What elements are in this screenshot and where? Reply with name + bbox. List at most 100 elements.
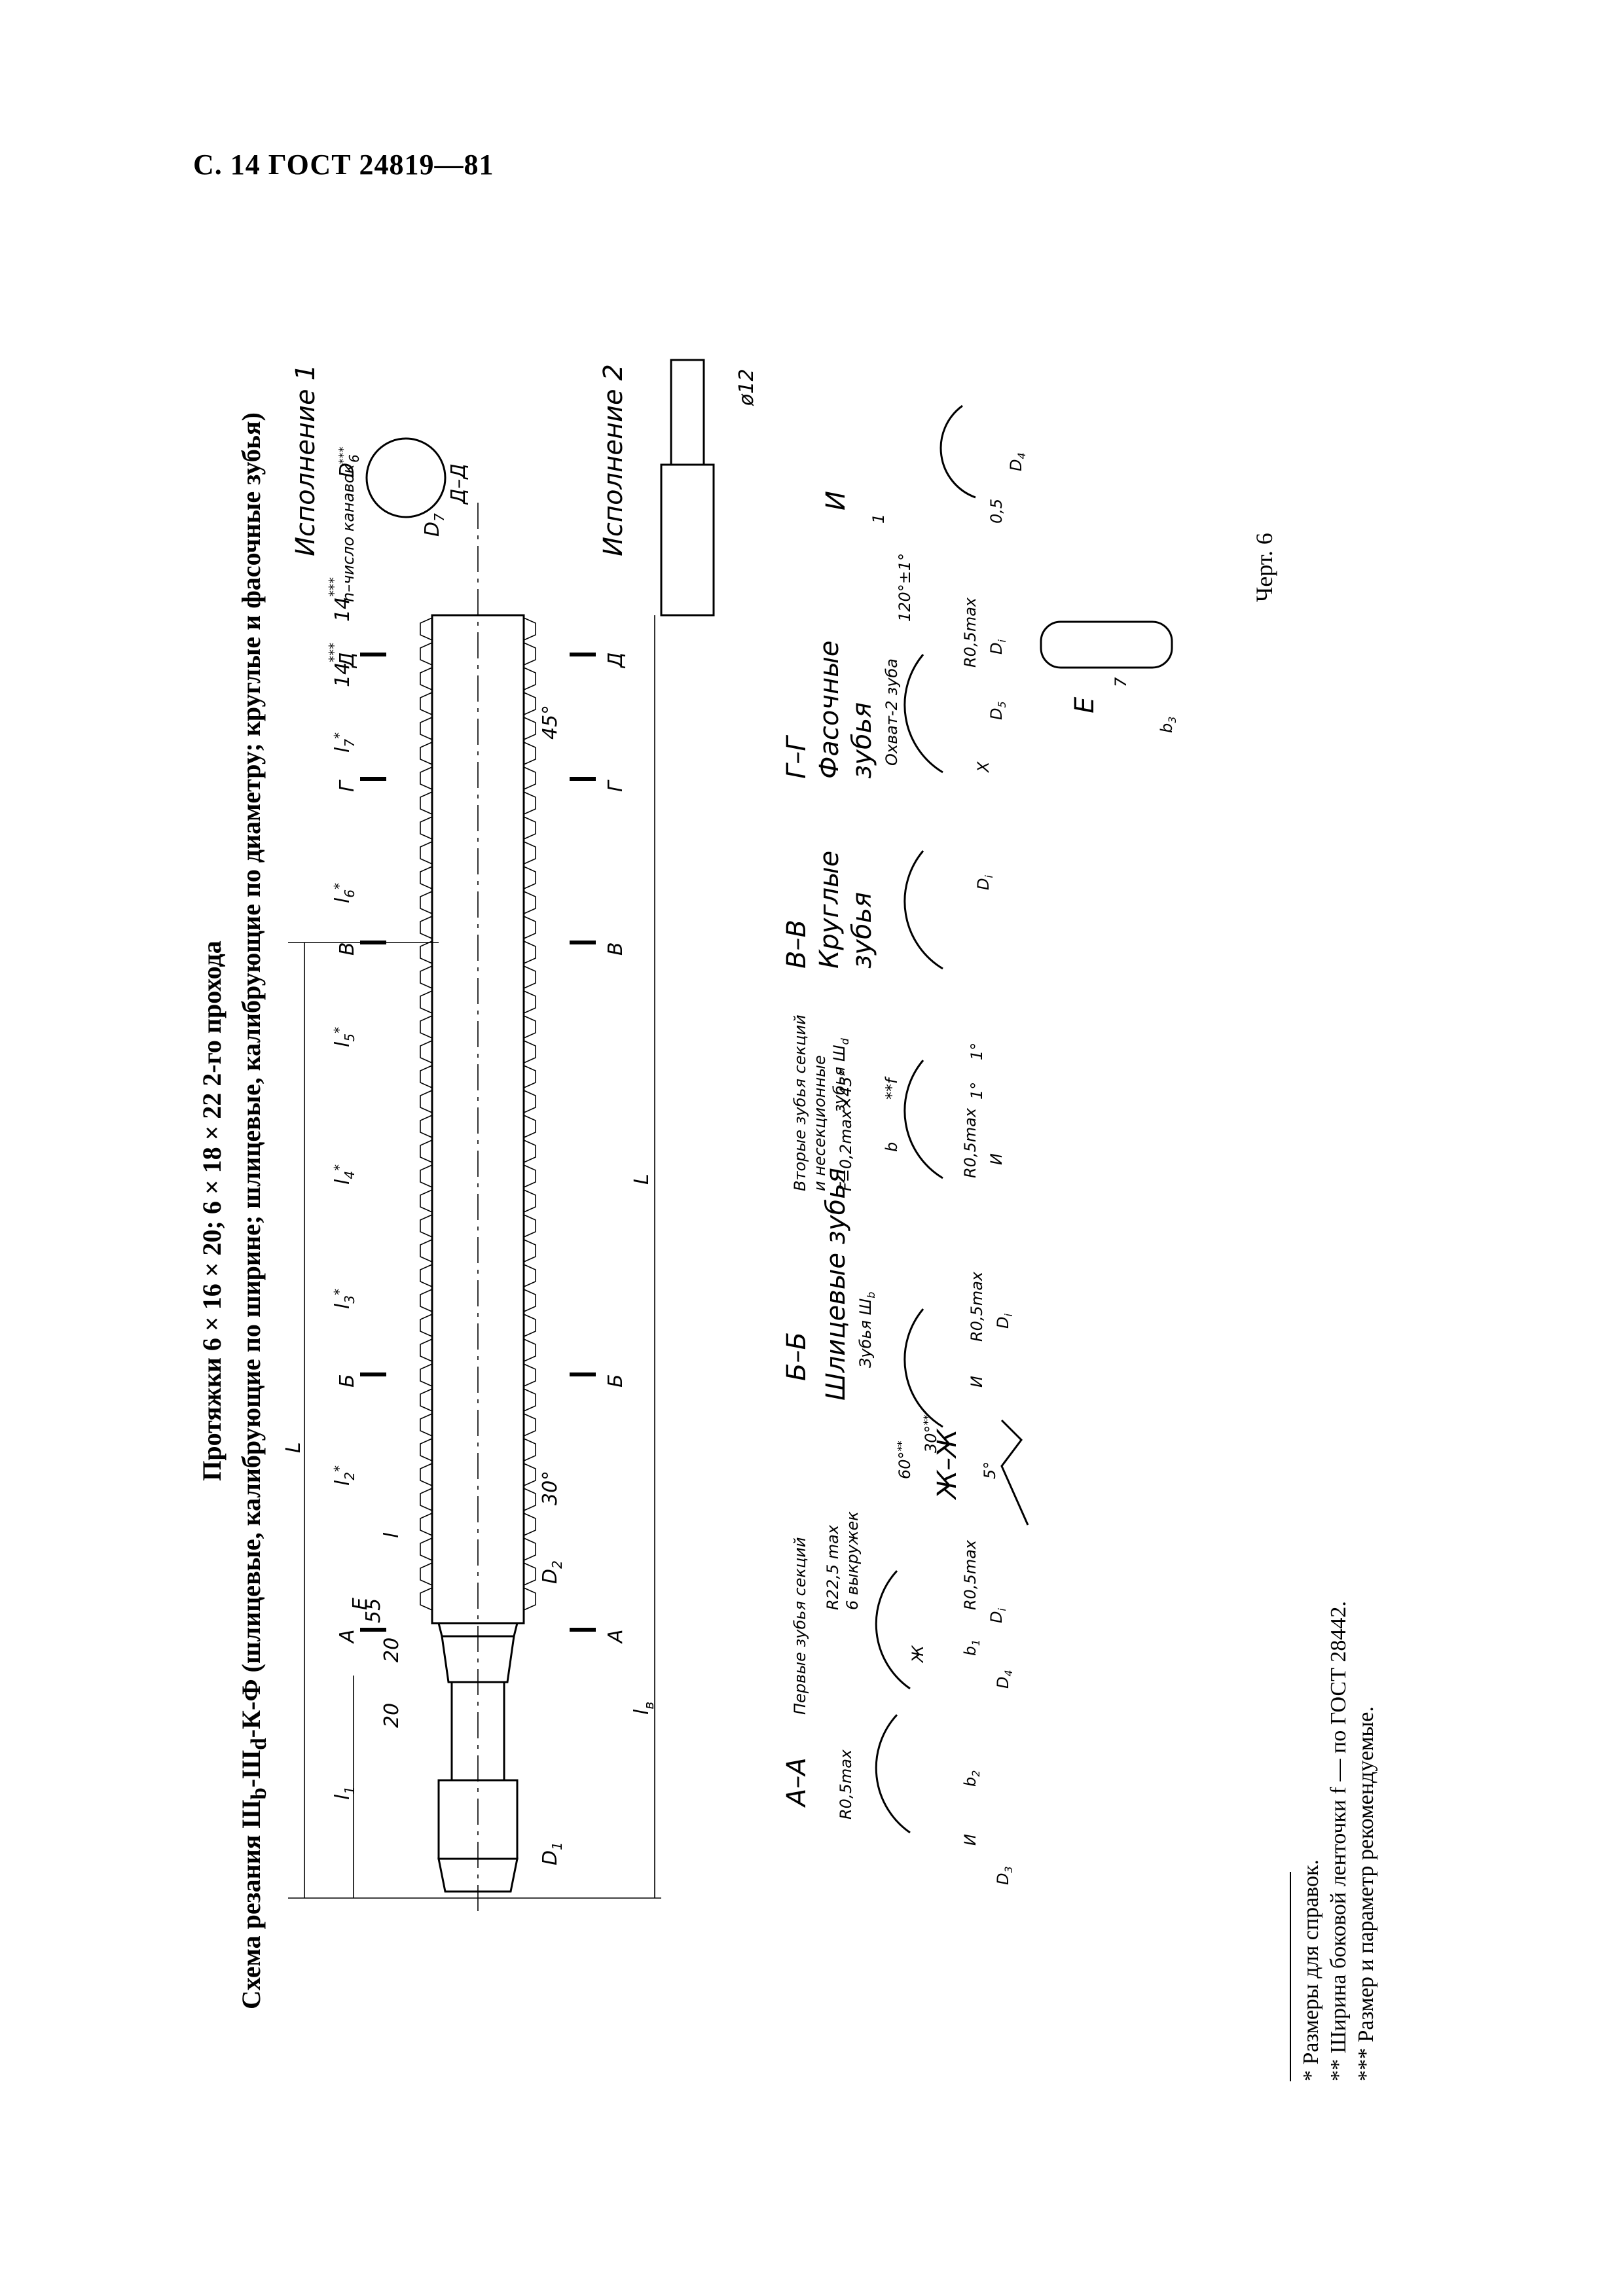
marker-D-top: Д (336, 653, 359, 669)
tooth-bottom (523, 667, 536, 691)
tooth-bottom (523, 1388, 536, 1412)
tooth-bottom (523, 1488, 536, 1511)
marker-A-top: А (336, 1629, 359, 1644)
marker-G-bottom: Г (604, 780, 627, 792)
tooth-top (420, 1139, 433, 1163)
dim-D7: D7 (421, 513, 447, 537)
gg-r: R0,5max (961, 597, 979, 668)
tooth-top (420, 916, 433, 939)
aa-D4: D4 (994, 1670, 1015, 1689)
tooth-top (420, 1488, 433, 1511)
bv-nonsec: и несекционные (811, 1055, 829, 1191)
tooth-top (420, 1040, 433, 1064)
tooth-bottom (523, 1562, 536, 1586)
aa-R22: R22,5 max (824, 1524, 842, 1610)
aa-Di: Di (987, 1608, 1008, 1623)
rotated-sheet: Протяжки 6 × 16 × 20; 6 × 18 × 22 2-го п… (190, 340, 1499, 2081)
marker-B-top: Б (336, 1374, 359, 1388)
aa-I: И (961, 1834, 979, 1846)
section-I-title: И (821, 491, 851, 511)
tooth-top (420, 1015, 433, 1039)
bv-zub: зубья Шd (830, 1037, 851, 1113)
tooth-bottom (523, 617, 536, 641)
dim-14b: 14*** (326, 577, 354, 622)
tooth-top (420, 1562, 433, 1586)
vv-Di: Di (974, 875, 995, 890)
marker-V-top: В (336, 942, 359, 956)
broach-drawing: L l1 20 20 55 l l2* l3* l4* l5* l6* l7* … (282, 359, 1178, 1911)
bv-1a: 1° (968, 1082, 986, 1100)
tooth-top (420, 1363, 433, 1387)
dim-20a: 20 (380, 1703, 403, 1728)
sections-row: А–А Первые зубья секций R0,5max И b2 D3 … (782, 404, 1178, 1885)
bv-1b: 1° (968, 1043, 986, 1060)
dim-l3: l3* (331, 1289, 357, 1309)
footnotes: * Размеры для справок. ** Ширина боковой… (1290, 903, 1380, 2081)
tooth-top (420, 1438, 433, 1462)
tooth-top (420, 642, 433, 666)
tooth-bottom (523, 1239, 536, 1263)
tooth-top (420, 1264, 433, 1287)
tooth-bottom (523, 866, 536, 889)
angle-30: 30° (539, 1471, 562, 1505)
dim-l7: l7* (331, 732, 357, 753)
dim-20b: 20 (380, 1638, 403, 1662)
bv-sec: Вторые зубья секций (791, 1014, 809, 1191)
tooth-bottom (523, 1587, 536, 1611)
tooth-top (420, 766, 433, 790)
tooth-bottom (523, 1139, 536, 1163)
dim-L-top: L (282, 1442, 305, 1453)
dim-l1: l1 (331, 1786, 357, 1800)
tooth-top (420, 1338, 433, 1362)
dim-l5: l5* (331, 1027, 357, 1047)
aa-r05: R0,5max (837, 1749, 855, 1820)
tooth-top (420, 1189, 433, 1213)
dim-D6: D6 (336, 454, 362, 478)
teeth-row (420, 617, 536, 1611)
tooth-top (420, 841, 433, 865)
tooth-bottom (523, 891, 536, 914)
tooth-top (420, 1289, 433, 1312)
section-VV-name1: Круглые (814, 851, 845, 969)
section-BB-name: Шлицевые зубья (821, 1168, 851, 1401)
tooth-top (420, 1065, 433, 1088)
figure-caption: Черт. 6 (1251, 533, 1277, 602)
tooth-bottom (523, 916, 536, 939)
tooth-top (420, 816, 433, 840)
tooth-bottom (523, 1264, 536, 1287)
section-BB-sub: Зубья Шb (856, 1292, 877, 1368)
dim-l6: l6* (331, 883, 357, 903)
e-b3: b3 (1158, 717, 1178, 733)
footnote-3: *** Размер и параметр рекомендуемые. (1354, 1706, 1378, 2081)
aa-D3: D3 (994, 1866, 1015, 1885)
marker-B-bottom: Б (604, 1374, 627, 1388)
versions: Исполнение 1 n–число канавок*** Д–Д D6 D… (291, 359, 758, 617)
section-VV-title: В–В (782, 920, 812, 969)
tooth-top (420, 717, 433, 740)
tooth-bottom (523, 742, 536, 765)
tooth-bottom (523, 990, 536, 1014)
gg-angle: 120°±1° (896, 553, 914, 622)
section-AA-title: А–А (782, 1757, 812, 1808)
dim-l: l (380, 1532, 403, 1538)
overall-dimensions: L l1 20 20 55 l l2* l3* l4* l5* l6* l7* … (282, 577, 661, 1899)
tooth-bottom (523, 841, 536, 865)
bv-f: **f (883, 1076, 901, 1100)
tooth-bottom (523, 717, 536, 740)
version-1-label: Исполнение 1 (291, 364, 321, 556)
tooth-bottom (523, 1040, 536, 1064)
tooth-top (420, 990, 433, 1014)
gg-ohvat: Охват-2 зуба (883, 658, 901, 766)
bv-I: И (987, 1153, 1006, 1165)
bb-I: И (968, 1376, 986, 1388)
tooth-bottom (523, 766, 536, 790)
bv-b: b (883, 1142, 901, 1152)
tooth-bottom (523, 1115, 536, 1138)
section-ZhZh-title: Ж–Ж (932, 1428, 962, 1501)
tooth-bottom (523, 1065, 536, 1088)
angle-45: 45° (539, 705, 562, 740)
tooth-bottom (523, 1338, 536, 1362)
tooth-bottom (523, 692, 536, 715)
tooth-top (420, 941, 433, 964)
marker-D-bottom: Д (604, 653, 627, 669)
